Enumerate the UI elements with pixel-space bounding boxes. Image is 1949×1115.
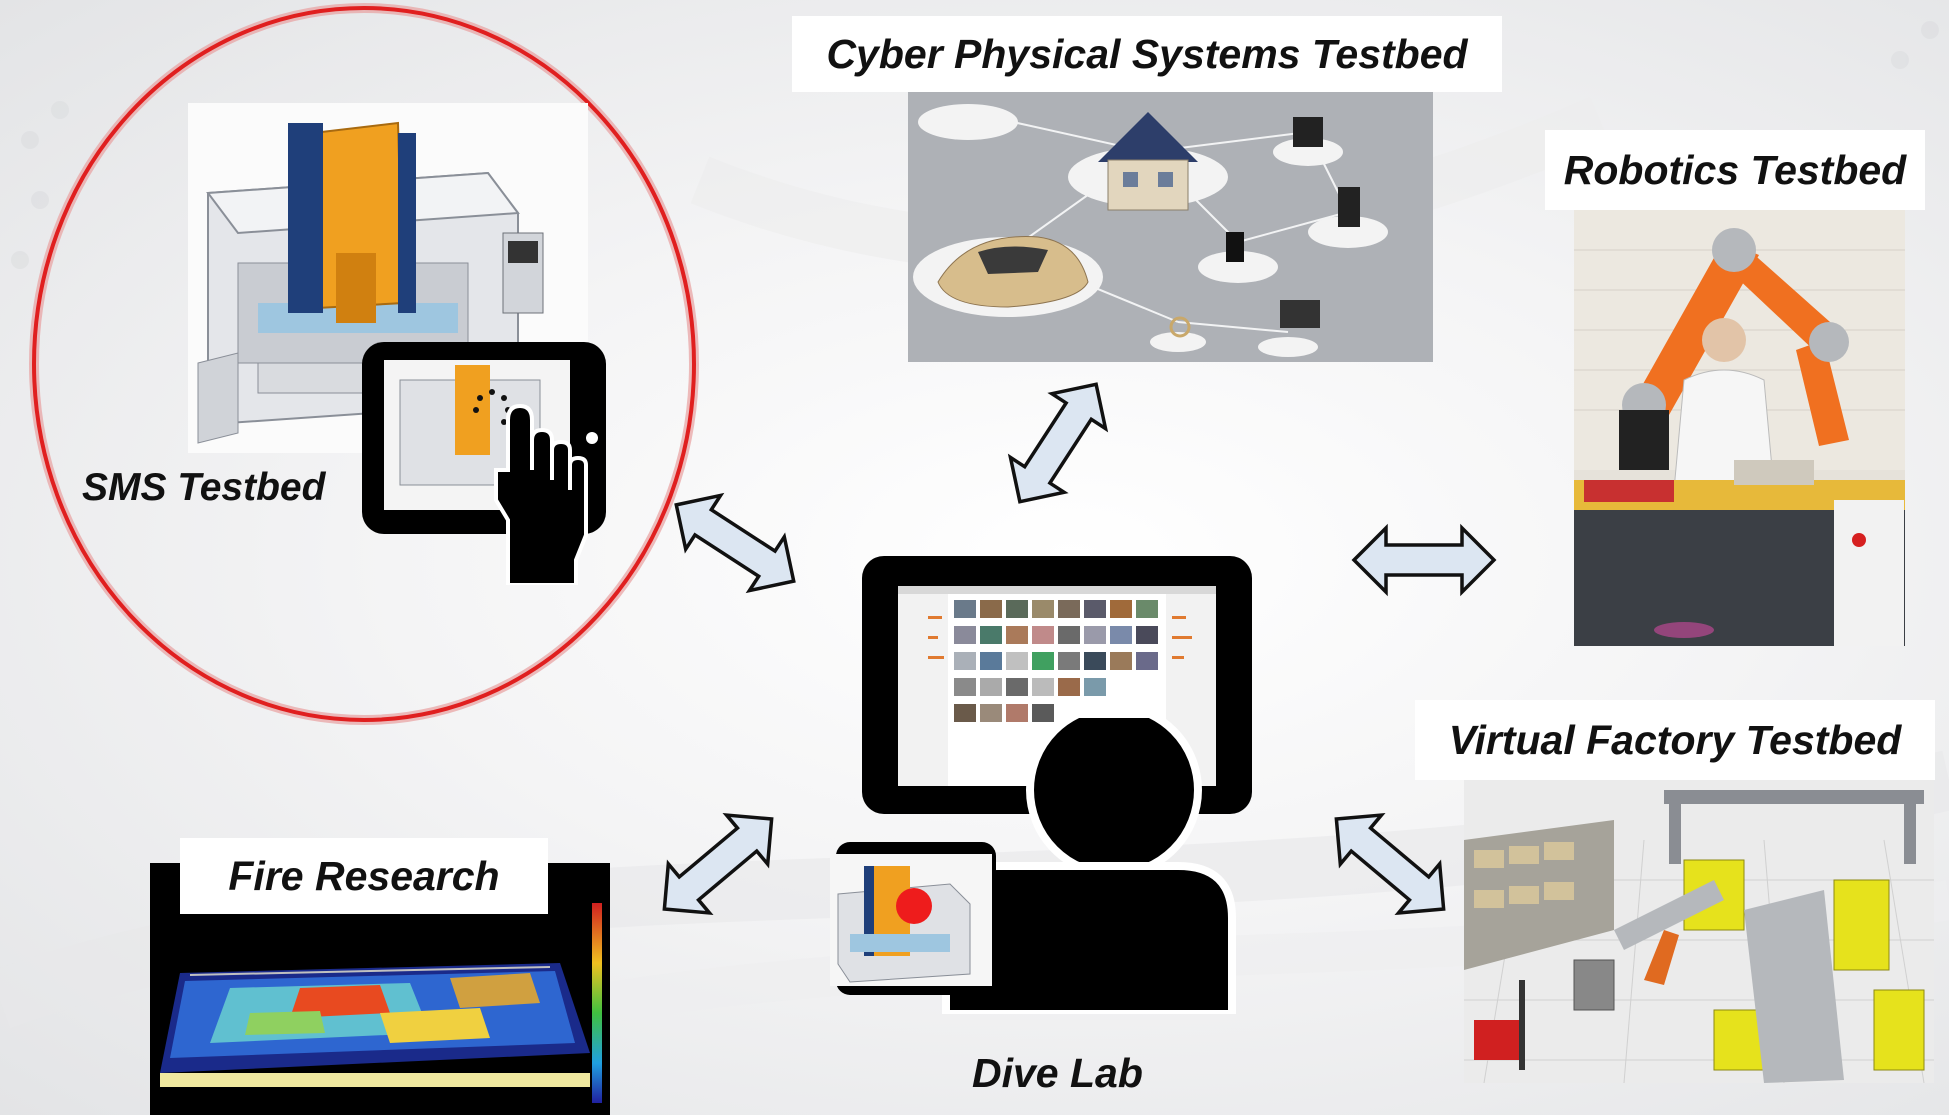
cps-label-box: Cyber Physical Systems Testbed	[792, 16, 1502, 92]
robotics-label-box: Robotics Testbed	[1545, 130, 1925, 210]
sms-testbed-label: SMS Testbed	[82, 466, 326, 509]
cps-testbed-label: Cyber Physical Systems Testbed	[826, 30, 1468, 77]
fire-research-label: Fire Research	[228, 852, 500, 899]
virtual-factory-testbed-label: Virtual Factory Testbed	[1448, 716, 1902, 763]
cps-network-image	[908, 92, 1433, 362]
robotics-testbed-label: Robotics Testbed	[1563, 146, 1907, 193]
robotics-image	[1574, 210, 1905, 646]
virtual-factory-label-box: Virtual Factory Testbed	[1415, 700, 1935, 780]
virtual-factory-image	[1464, 780, 1934, 1083]
small-tablet-screen	[830, 854, 992, 986]
small-tablet-icon	[830, 842, 996, 995]
dive-lab-label: Dive Lab	[972, 1050, 1143, 1096]
sms-highlight-ring	[29, 3, 699, 725]
fire-research-label-box: Fire Research	[180, 838, 548, 914]
hand-icon	[468, 400, 588, 587]
